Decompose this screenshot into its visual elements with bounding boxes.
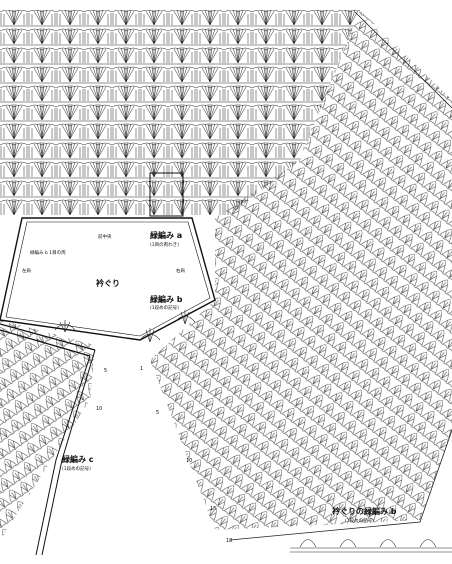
- right-shoulder-label: 右肩: [176, 267, 185, 274]
- front-center-label: 前中央: [98, 233, 112, 240]
- edge-a-note: (1目の両わき): [150, 241, 179, 248]
- neckline-inner-edge: [5, 221, 211, 337]
- row-number-18: 18: [226, 538, 232, 544]
- left-shell-panel: [0, 320, 95, 540]
- edge-a-label: 緑編み a: [150, 230, 182, 240]
- stitch-highlight-box: [149, 172, 184, 217]
- right-outer-edge: [229, 11, 452, 541]
- neck-edge-note: (1段めの記号): [345, 517, 374, 524]
- left-border-band: [0, 323, 96, 357]
- edge-c-label: 緑編み c: [62, 454, 94, 464]
- row-number-left-5: 5: [104, 368, 107, 374]
- left-note-label: 緑編み b 1目の両: [30, 249, 66, 256]
- row-number-5: 5: [156, 410, 159, 416]
- edge-b-note: (1段めの記号): [150, 304, 179, 311]
- left-diagonal-border: [35, 349, 96, 556]
- right-shell-panel: [150, 10, 452, 530]
- neck-label: 衿ぐり: [96, 278, 120, 288]
- neck-edge-chart-strip: [290, 539, 452, 553]
- row-number-left-10: 10: [96, 406, 102, 412]
- edge-c-note: (1段めの記号): [62, 465, 91, 472]
- row-number-10: 10: [186, 458, 192, 464]
- left-shoulder-label: 左肩: [22, 267, 31, 274]
- row-number-1: 1: [140, 366, 143, 372]
- row-number-15: 15: [210, 506, 216, 512]
- edge-b-label: 緑編み b: [150, 294, 183, 304]
- neck-edge-label: 衿ぐりの緑編み b: [332, 506, 397, 516]
- neckline-outline: [0, 217, 216, 341]
- neck-fan-left: [54, 310, 196, 343]
- yoke-fan-stitch-area: [0, 10, 360, 215]
